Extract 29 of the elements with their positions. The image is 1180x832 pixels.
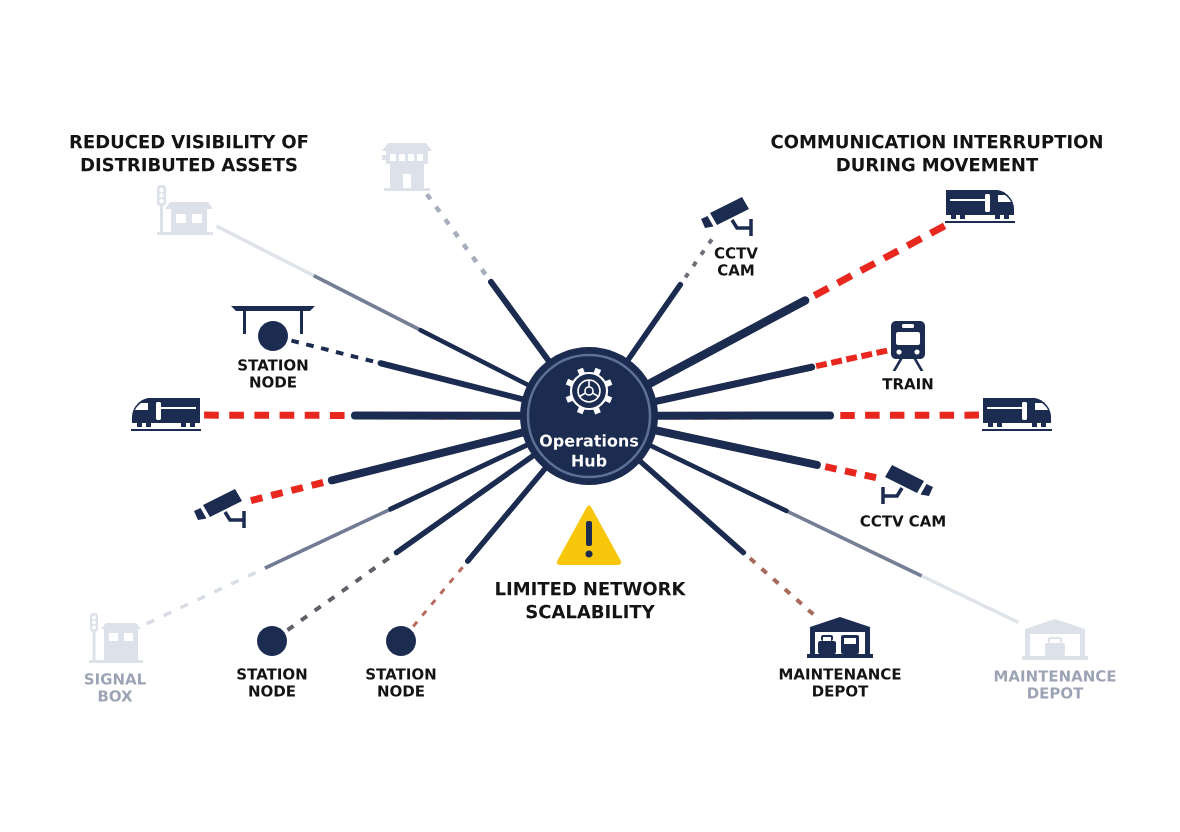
connector-line bbox=[637, 458, 817, 618]
node-label: CCTV CAM bbox=[860, 515, 945, 527]
heading-text: REDUCED VISIBILITY OF DISTRIBUTED ASSETS bbox=[70, 134, 308, 172]
node-label: SIGNAL BOX bbox=[84, 673, 146, 702]
connector-line bbox=[288, 337, 526, 403]
connector-line bbox=[284, 453, 536, 633]
train-icon bbox=[945, 190, 1015, 223]
connector-line bbox=[423, 191, 552, 364]
connector-line bbox=[144, 442, 530, 627]
connector-line bbox=[625, 236, 715, 363]
node-label: MAINTENANCE DEPOT bbox=[779, 668, 901, 697]
node-label: TRAIN bbox=[882, 378, 933, 390]
caption-text: LIMITED NETWORK SCALABILITY bbox=[496, 581, 686, 619]
cctv-camera-icon bbox=[194, 489, 246, 528]
heading-text: COMMUNICATION INTERRUPTION DURING MOVEMENT bbox=[771, 134, 1102, 172]
node-label: MAINTENANCE DEPOT bbox=[994, 670, 1116, 699]
train-icon bbox=[131, 398, 201, 431]
connector-line bbox=[410, 466, 548, 630]
node-label: STATION NODE bbox=[238, 359, 308, 388]
train-icon bbox=[982, 398, 1052, 431]
connector-line bbox=[652, 347, 891, 405]
node-label: STATION NODE bbox=[237, 668, 307, 697]
connector-line bbox=[645, 221, 949, 388]
tower-building-icon bbox=[382, 143, 432, 191]
node-label: STATION NODE bbox=[366, 668, 436, 697]
connector-line bbox=[648, 443, 1021, 625]
connector-line bbox=[214, 223, 530, 387]
signal-building-icon bbox=[157, 185, 213, 235]
node-label: CCTV CAM bbox=[714, 247, 758, 276]
